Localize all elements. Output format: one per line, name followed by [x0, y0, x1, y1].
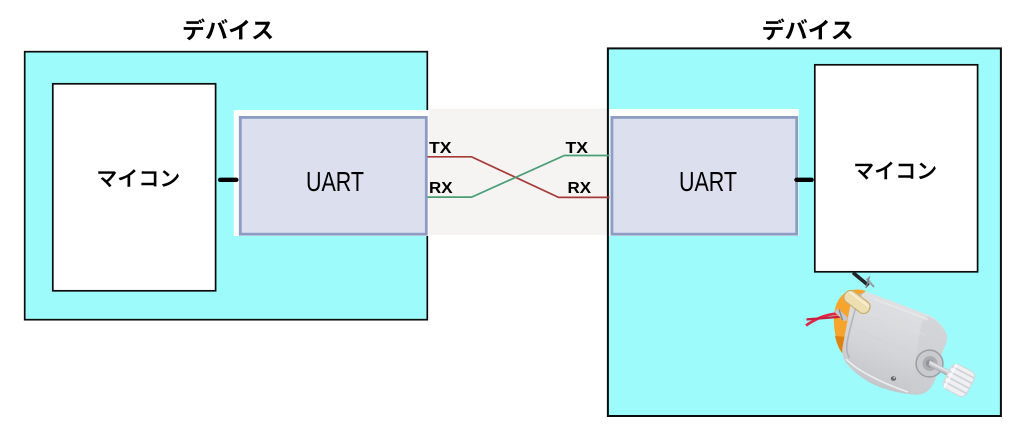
svg-text:UART: UART	[306, 166, 364, 197]
svg-text:RX: RX	[429, 180, 453, 197]
svg-text:UART: UART	[679, 166, 737, 197]
svg-text:RX: RX	[568, 180, 592, 197]
svg-text:TX: TX	[429, 140, 452, 157]
svg-text:TX: TX	[566, 140, 589, 157]
